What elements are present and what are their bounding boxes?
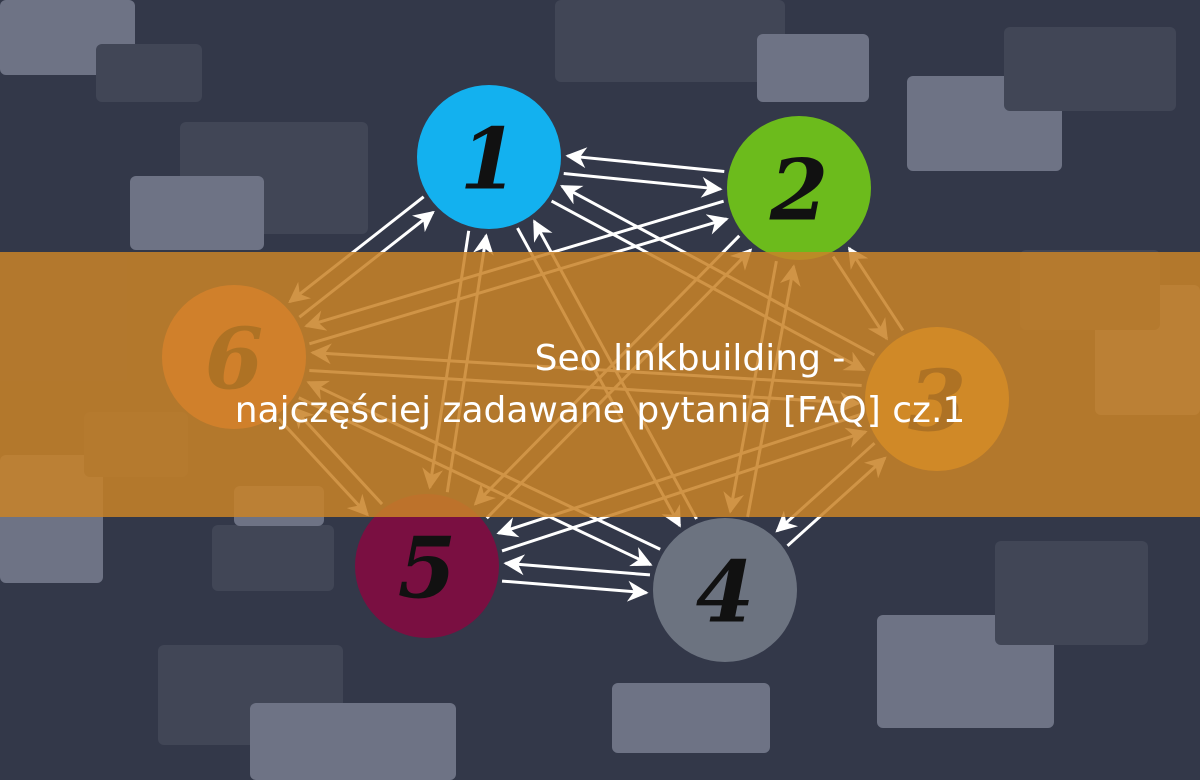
title-line-2: najczęściej zadawane pytania [FAQ] cz.1 xyxy=(234,389,966,431)
background-rect xyxy=(757,34,869,102)
node-4: 4 xyxy=(653,518,797,662)
node-label: 4 xyxy=(696,543,754,642)
background-rect xyxy=(995,541,1148,645)
node-circle xyxy=(417,85,561,229)
background-rect xyxy=(212,525,334,591)
background-rect xyxy=(250,703,456,780)
node-5: 5 xyxy=(355,494,499,638)
background-rect xyxy=(96,44,202,102)
node-label: 2 xyxy=(769,141,828,240)
node-label: 5 xyxy=(398,519,456,618)
link-arrow-1-to-2 xyxy=(563,172,723,198)
node-circle xyxy=(355,494,499,638)
link-arrow-4-to-5 xyxy=(503,554,651,577)
page-title: Seo linkbuilding - najczęściej zadawane … xyxy=(0,252,1200,517)
title-line-1: Seo linkbuilding - xyxy=(534,337,846,379)
background-rect xyxy=(130,176,264,250)
node-2: 2 xyxy=(727,116,871,260)
node-circle xyxy=(727,116,871,260)
background-rect xyxy=(1004,27,1176,111)
node-1: 1 xyxy=(417,85,561,229)
node-label: 1 xyxy=(460,110,518,209)
background-rect xyxy=(555,0,785,82)
link-arrow-5-to-4 xyxy=(501,579,649,602)
node-circle xyxy=(653,518,797,662)
title-banner xyxy=(0,252,1200,517)
link-arrow-2-to-1 xyxy=(565,147,725,173)
background-rect xyxy=(612,683,770,753)
